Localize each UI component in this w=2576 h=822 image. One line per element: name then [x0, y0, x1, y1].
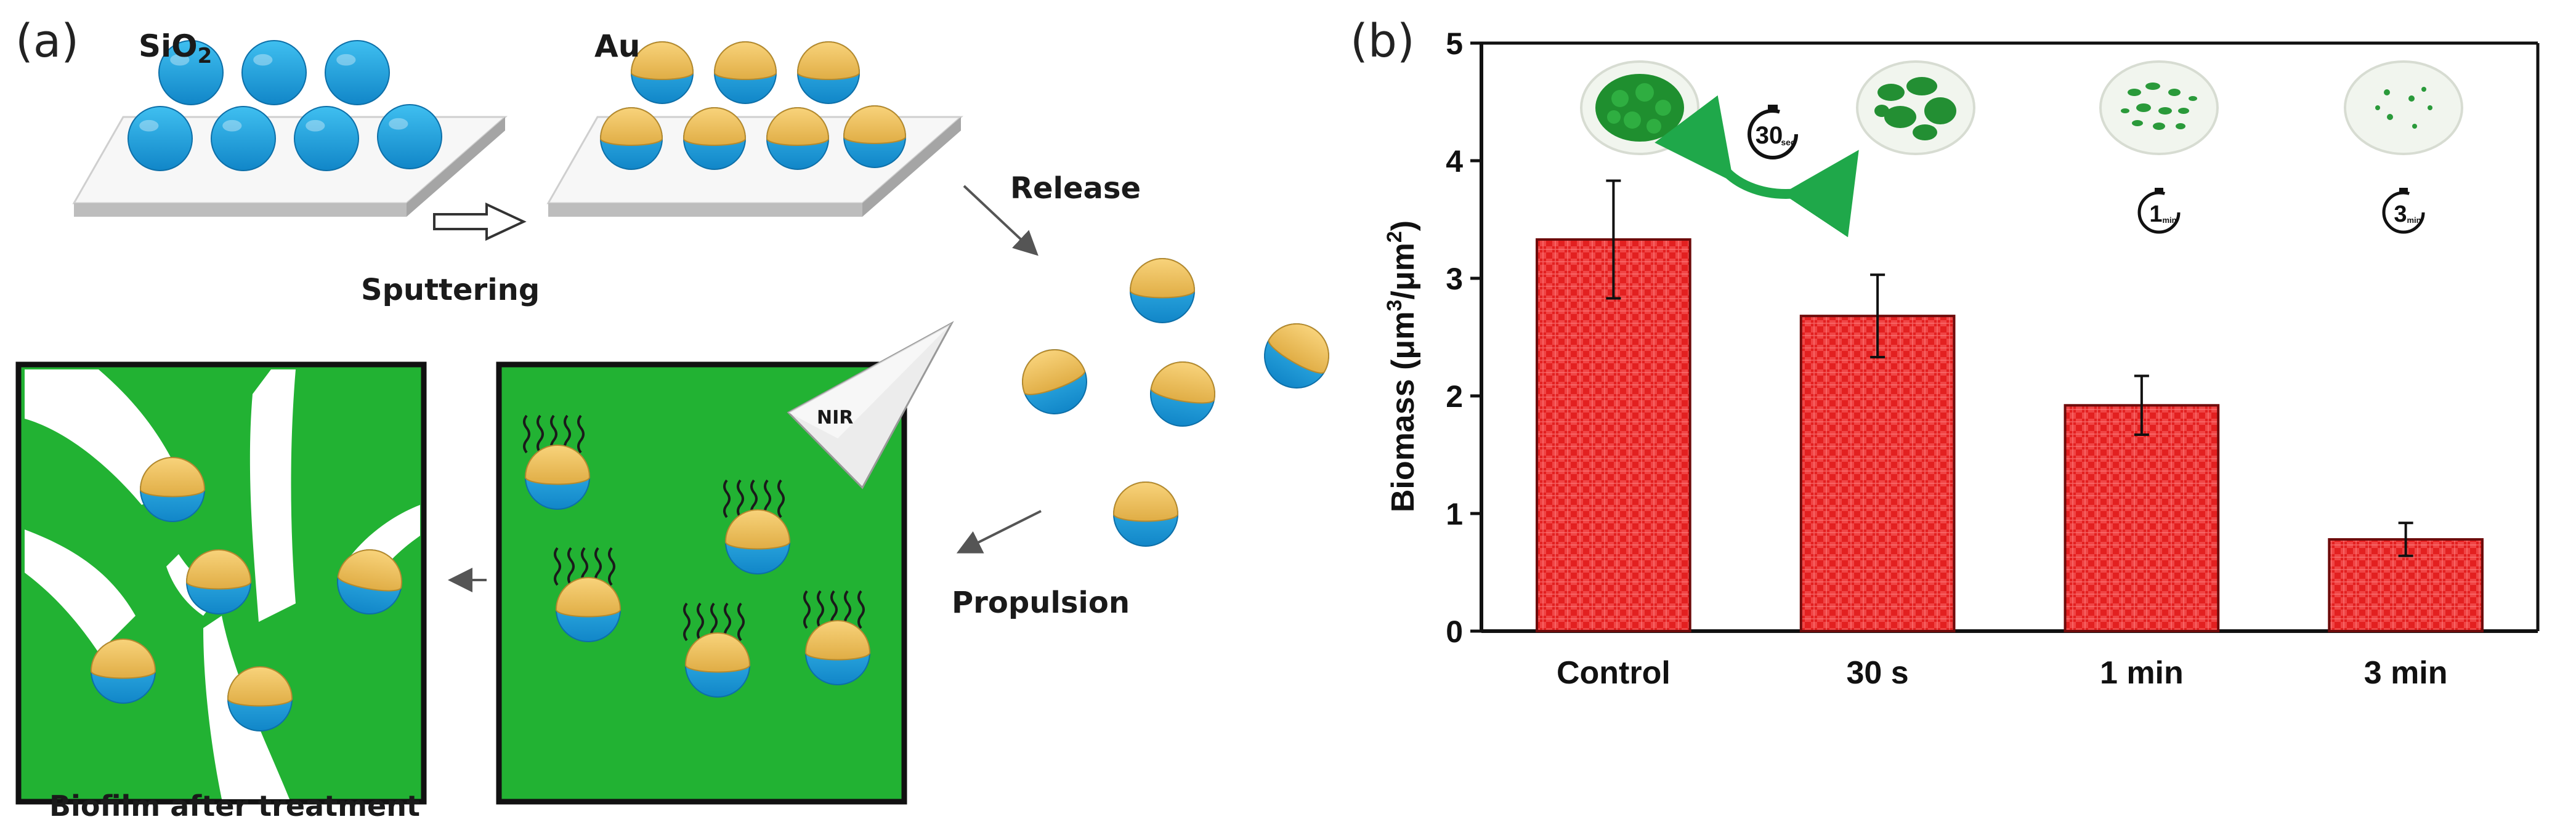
panel-b-label: (b) [1350, 15, 1415, 68]
released-particles [1022, 258, 1329, 547]
silica-sphere [211, 106, 276, 171]
silica-sphere [158, 40, 224, 105]
janus-particle [630, 41, 694, 104]
x-tick-label: Control [1557, 655, 1671, 691]
janus-particle [1112, 482, 1179, 547]
error-bar [1606, 179, 1621, 300]
svg-text:sec: sec [1781, 137, 1796, 147]
y-tick-label: 1 [1446, 497, 1463, 531]
janus-particle [1129, 258, 1196, 323]
janus-particle [724, 509, 791, 574]
sputtering-label: Sputtering [361, 273, 540, 307]
nir-label: NIR [817, 407, 853, 429]
nir-cone: NIR [787, 321, 954, 490]
janus-particle [1022, 349, 1087, 414]
svg-text:min: min [2407, 216, 2421, 225]
janus-particle [599, 107, 663, 170]
janus-particle [1150, 361, 1215, 427]
y-tick-label: 3 [1446, 262, 1463, 296]
janus-particle [1264, 323, 1329, 389]
au-label: Au [594, 28, 640, 64]
petri-dish-control [1580, 60, 1699, 155]
bar [2064, 404, 2220, 633]
bar [1799, 315, 1956, 632]
y-tick-label: 0 [1446, 614, 1463, 649]
silica-sphere [241, 40, 307, 105]
y-tick-label: 5 [1446, 26, 1463, 61]
biofilm-box [15, 361, 427, 805]
sio2-label: SiO2 [139, 28, 212, 68]
nir-treatment-box: NIR [496, 321, 954, 805]
petri-dish-30s [1856, 60, 1975, 155]
janus-particle [185, 549, 252, 614]
janus-particle [227, 666, 293, 731]
silica-sphere [128, 106, 193, 171]
x-tick-label: 3 min [2364, 655, 2448, 691]
janus-particle [804, 620, 871, 685]
green-arrow-icon [1655, 95, 1859, 238]
janus-spheres-substrate [599, 41, 907, 170]
janus-particle [524, 445, 591, 510]
biofilm-caption: Biofilm after treatment [49, 789, 420, 822]
janus-particle [843, 105, 907, 168]
svg-text:1: 1 [2149, 201, 2162, 227]
svg-text:3: 3 [2394, 201, 2407, 227]
x-tick-labels: Control 30 s 1 min 3 min [1557, 655, 2448, 691]
silica-sphere [377, 104, 442, 169]
panel-a: (a) SiO2 Sputtering Au Release Propulsio… [15, 15, 1329, 822]
sio2-spheres [128, 40, 442, 171]
svg-text:min: min [2162, 216, 2176, 225]
silica-sphere [325, 40, 390, 105]
janus-particle [766, 107, 830, 170]
y-tick-label: 4 [1446, 144, 1463, 179]
y-axis-title: Biomass (μm3/μm2) [1383, 220, 1421, 512]
y-tick-label: 2 [1446, 379, 1463, 414]
y-tick-labels: 0 1 2 3 4 5 [1446, 26, 1463, 649]
x-tick-label: 30 s [1847, 655, 1909, 691]
janus-particle [337, 549, 402, 614]
janus-particle [684, 632, 751, 698]
janus-particle [796, 41, 861, 104]
x-tick-label: 1 min [2100, 655, 2184, 691]
error-bar [2134, 374, 2149, 437]
petri-dish-3min [2344, 60, 2463, 155]
error-bar [1870, 273, 1885, 358]
janus-particle [682, 107, 747, 170]
bar [1536, 238, 1691, 633]
janus-particle [139, 457, 206, 522]
janus-particle [90, 639, 156, 704]
janus-particle [555, 577, 622, 642]
silica-sphere [294, 106, 359, 171]
propulsion-label: Propulsion [952, 586, 1130, 620]
timer-1min-icon: 1 min [2137, 188, 2181, 234]
petri-dish-1min [2099, 60, 2219, 155]
panel-a-label: (a) [15, 15, 79, 68]
error-bar [2398, 522, 2413, 557]
janus-particle [713, 41, 777, 104]
svg-text:30: 30 [1756, 122, 1783, 149]
release-label: Release [1010, 171, 1141, 206]
release-arrow [963, 185, 1039, 256]
timer-3min-icon: 3 min [2382, 188, 2425, 234]
chart-bars [1536, 179, 2484, 633]
timer-30s-icon: 30 sec [1748, 105, 1798, 159]
sputtering-arrow [433, 202, 527, 241]
propulsion-arrow [956, 510, 1042, 554]
